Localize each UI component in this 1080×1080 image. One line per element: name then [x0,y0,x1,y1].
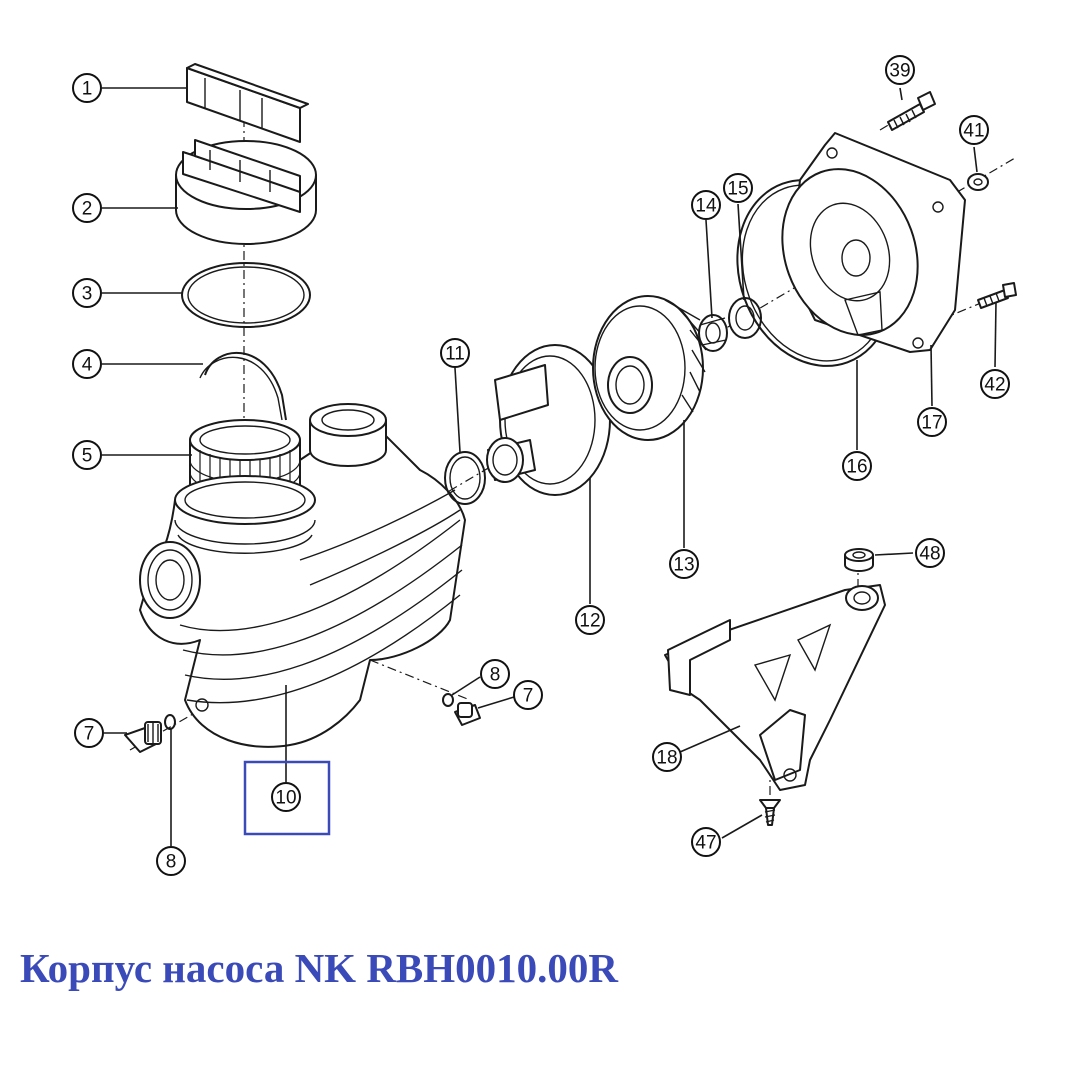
part-base-bracket [664,584,886,791]
callout-4: 4 [72,349,102,379]
svg-text:2: 2 [82,199,93,220]
part-drain-o-ring-right [442,693,454,707]
svg-text:1: 1 [82,79,93,100]
part-drain-plug-right [454,702,481,726]
callout-3: 3 [72,278,102,308]
callout-10: 10 [271,782,301,812]
callout-8-left: 8 [156,846,186,876]
callout-47: 47 [691,827,721,857]
svg-text:17: 17 [921,413,942,434]
svg-text:7: 7 [84,724,95,745]
callout-8-right: 8 [480,659,510,689]
callout-48: 48 [915,538,945,568]
callout-7-left: 7 [74,718,104,748]
callout-17: 17 [917,407,947,437]
callout-16: 16 [842,451,872,481]
svg-text:48: 48 [919,544,940,565]
callout-11: 11 [440,338,470,368]
part-lid-o-ring [181,262,311,328]
callout-12: 12 [575,605,605,635]
svg-text:39: 39 [889,61,910,82]
part-impeller [592,295,707,441]
part-bolt-lower [977,282,1017,309]
part-pump-body [139,403,466,748]
callout-14: 14 [691,190,721,220]
part-diffuser-o-ring [444,451,486,505]
svg-text:12: 12 [579,611,600,632]
part-diffuser [486,344,611,496]
part-shaft-bushing [698,314,728,352]
svg-text:11: 11 [445,344,465,365]
svg-text:14: 14 [695,196,717,217]
part-lid [175,139,317,245]
callout-42: 42 [980,369,1010,399]
svg-text:8: 8 [166,852,177,873]
part-shaft-seal [728,297,762,339]
svg-text:18: 18 [656,748,677,769]
part-drain-plug-left [124,721,162,753]
diagram-caption: Корпус насоса NK RBH0010.00R [20,945,619,991]
callout-2: 2 [72,193,102,223]
svg-text:8: 8 [490,665,501,686]
svg-text:4: 4 [82,355,93,376]
part-washer [967,173,989,191]
part-motor-flange [781,132,966,353]
part-handle-bar [186,63,309,143]
svg-text:47: 47 [695,833,716,854]
leader-lines [102,87,997,846]
part-bracket-bushing [844,548,874,572]
part-self-tapping-screw [759,799,781,826]
svg-text:13: 13 [673,555,694,576]
part-bolt-upper [887,91,936,131]
callout-41: 41 [959,115,989,145]
callout-1: 1 [72,73,102,103]
callout-15: 15 [723,173,753,203]
svg-text:5: 5 [82,446,93,467]
svg-text:15: 15 [727,179,748,200]
svg-text:7: 7 [523,686,534,707]
callout-13: 13 [669,549,699,579]
svg-text:3: 3 [82,284,93,305]
part-drain-o-ring-left [164,714,176,730]
part-spring-clip [199,352,287,421]
svg-text:42: 42 [984,375,1005,396]
callout-18: 18 [652,742,682,772]
callout-7-right: 7 [513,680,543,710]
svg-text:41: 41 [963,121,984,142]
svg-text:16: 16 [846,457,867,478]
highlight-box [243,760,331,836]
callout-5: 5 [72,440,102,470]
svg-text:10: 10 [275,788,296,809]
callout-39: 39 [885,55,915,85]
